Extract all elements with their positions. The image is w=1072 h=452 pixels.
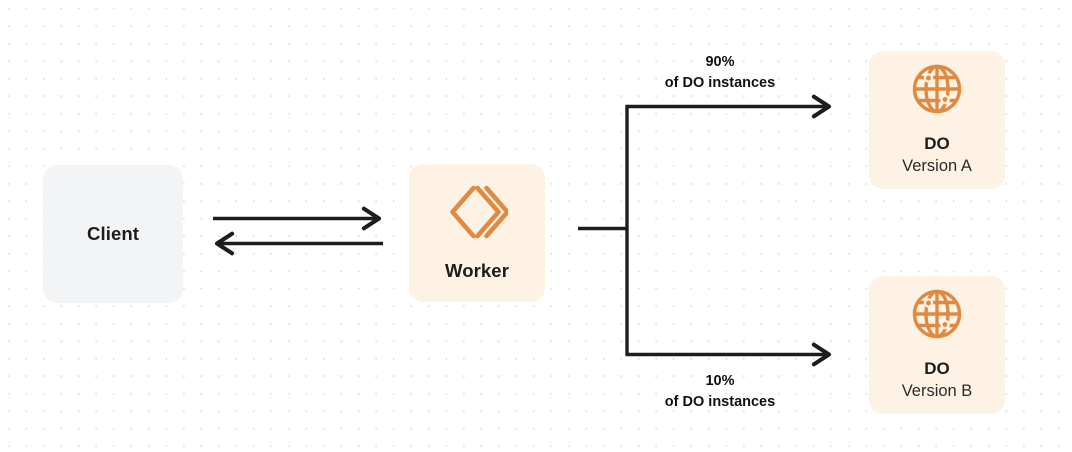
globe-network-icon [910,62,964,121]
node-do-a-sublabel: Version A [902,157,972,176]
node-client[interactable]: Client [43,165,183,303]
node-do-a-label: DO [924,134,950,154]
node-worker-label: Worker [444,259,509,281]
edge-label-do-a-caption: of DO instances [664,75,776,92]
edge-label-do-a: 90% of DO instances [630,52,810,94]
edge-label-do-a-percent: 90% [705,54,735,70]
cloudflare-workers-icon [446,184,510,245]
globe-network-icon [910,287,964,346]
node-client-label: Client [87,223,139,245]
node-do-b-sublabel: Version B [901,382,973,401]
node-worker[interactable]: Worker [409,164,545,302]
node-do-version-b[interactable]: DO Version B [869,276,1005,414]
edge-label-do-b-percent: 10% [705,373,735,389]
edge-label-do-b-caption: of DO instances [664,394,776,411]
node-do-version-a[interactable]: DO Version A [869,51,1005,189]
edge-label-do-b: 10% of DO instances [630,371,810,413]
node-do-b-label: DO [924,359,950,379]
